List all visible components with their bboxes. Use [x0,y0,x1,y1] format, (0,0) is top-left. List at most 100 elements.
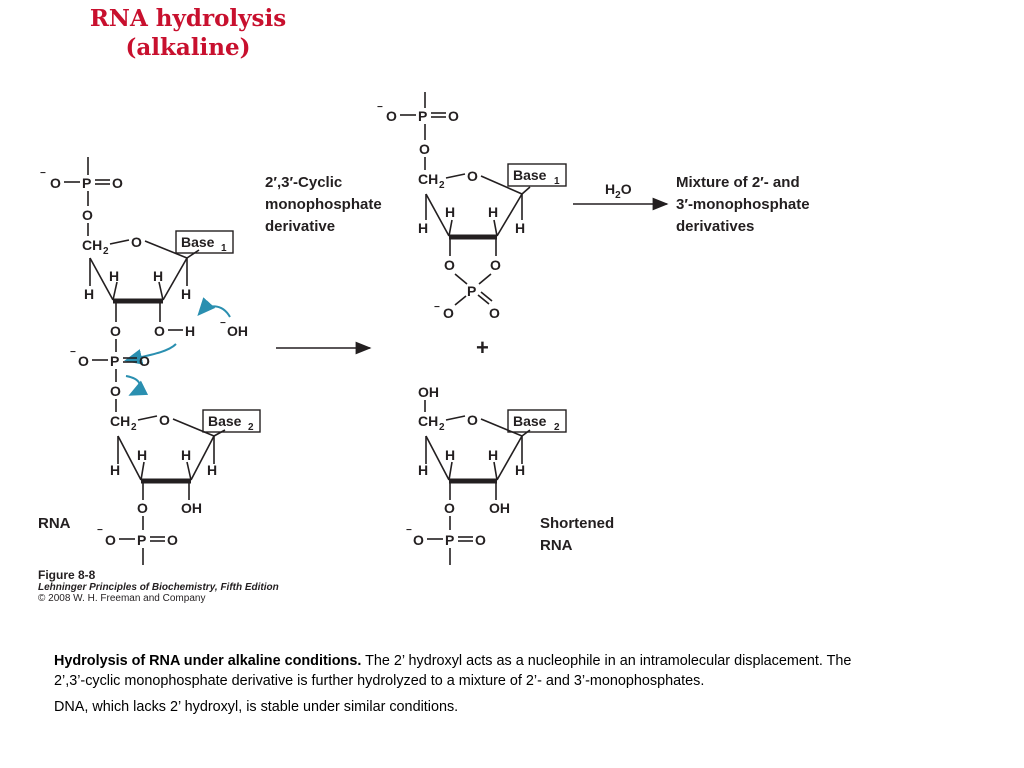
svg-text:O: O [131,234,142,250]
svg-text:H: H [181,447,191,463]
svg-text:O: O [490,257,501,273]
svg-text:O: O [159,412,170,428]
svg-text:P: P [467,283,476,299]
svg-text:1: 1 [221,243,227,254]
svg-text:H: H [418,220,428,236]
base-2-label: Base [208,413,242,429]
svg-text:P: P [82,175,91,191]
svg-text:O: O [110,383,121,399]
svg-text:O: O [489,305,500,321]
svg-text:2: 2 [248,422,254,433]
svg-text:OH: OH [418,384,439,400]
svg-text:CH: CH [82,237,102,253]
title-line-1: RNA hydrolysis [89,5,287,32]
plus-sign: + [476,335,489,360]
svg-text:O: O [112,175,123,191]
svg-text:P: P [110,353,119,369]
svg-text:O: O [139,353,150,369]
svg-text:H: H [488,204,498,220]
mixture-label-line3: derivatives [676,218,754,235]
svg-text:H: H [488,447,498,463]
svg-text:O: O [419,141,430,157]
rna-label: RNA [38,515,71,532]
svg-text:−: − [434,302,440,313]
mixture-label-line1: Mixture of 2′- and [676,174,800,191]
svg-text:−: − [40,168,46,179]
svg-text:CH: CH [418,413,438,429]
svg-text:O: O [413,532,424,548]
svg-text:O: O [386,108,397,124]
svg-text:H: H [153,268,163,284]
svg-text:H: H [515,462,525,478]
curved-arrow-oh-attack [197,297,231,318]
svg-text:P: P [418,108,427,124]
hydroxide-label: OH [227,323,248,339]
svg-text:O: O [110,323,121,339]
svg-text:H: H [181,286,191,302]
svg-text:H: H [84,286,94,302]
svg-text:O: O [467,412,478,428]
svg-text:O: O [475,532,486,548]
svg-text:OH: OH [489,500,510,516]
svg-text:O: O [167,532,178,548]
curved-arrow-leaving [125,375,149,396]
shortened-label-line1: Shortened [540,515,614,532]
svg-text:O: O [78,353,89,369]
svg-text:H: H [445,204,455,220]
svg-text:H: H [110,462,120,478]
svg-text:O: O [467,168,478,184]
svg-text:O: O [82,207,93,223]
svg-text:O: O [444,257,455,273]
cyclic-label-line3: derivative [265,218,335,235]
svg-text:O: O [105,532,116,548]
figure-credit: Figure 8-8 Lehninger Principles of Bioch… [38,568,279,604]
svg-text:2: 2 [439,422,445,433]
caption-paragraph-1: Hydrolysis of RNA under alkaline conditi… [54,651,874,691]
figure-copyright: © 2008 W. H. Freeman and Company [38,593,206,604]
svg-text:H: H [515,220,525,236]
svg-text:Base: Base [513,167,547,183]
svg-text:−: − [70,347,76,358]
svg-text:P: P [445,532,454,548]
svg-text:H: H [207,462,217,478]
svg-text:2: 2 [439,180,445,191]
slide-title: RNA hydrolysis (alkaline) [58,4,318,62]
figure-book: Lehninger Principles of Biochemistry, Fi… [38,582,279,593]
svg-text:−: − [377,102,383,113]
svg-text:OH: OH [181,500,202,516]
svg-text:1: 1 [554,176,560,187]
svg-text:−: − [406,525,412,536]
svg-text:O: O [154,323,165,339]
caption-text: The 2’ hydroxyl acts as a nucleophile in… [54,653,852,689]
svg-text:H: H [445,447,455,463]
svg-text:Base: Base [513,413,547,429]
shortened-label-line2: RNA [540,537,573,554]
svg-text:O: O [448,108,459,124]
water-label: H2O [605,181,632,201]
mixture-label-line2: 3′-monophosphate [676,196,810,213]
svg-text:P: P [137,532,146,548]
cyclic-label-line2: monophosphate [265,196,382,213]
caption-paragraph-2: DNA, which lacks 2’ hydroxyl, is stable … [54,699,459,715]
svg-text:O: O [137,500,148,516]
cyclic-label-line1: 2′,3′-Cyclic [265,174,342,191]
svg-text:O: O [50,175,61,191]
svg-text:−: − [97,525,103,536]
figure-number: Figure 8-8 [38,568,96,582]
svg-text:O: O [443,305,454,321]
caption: Hydrolysis of RNA under alkaline conditi… [54,651,874,723]
svg-text:CH: CH [110,413,130,429]
svg-text:H: H [185,323,195,339]
svg-text:CH: CH [418,171,438,187]
svg-text:2: 2 [554,422,560,433]
svg-text:H: H [418,462,428,478]
title-line-2: (alkaline) [125,34,251,61]
svg-text:H: H [109,268,119,284]
base-1-label: Base [181,234,215,250]
caption-bold-lead: Hydrolysis of RNA under alkaline conditi… [54,653,362,669]
svg-text:2: 2 [131,422,137,433]
